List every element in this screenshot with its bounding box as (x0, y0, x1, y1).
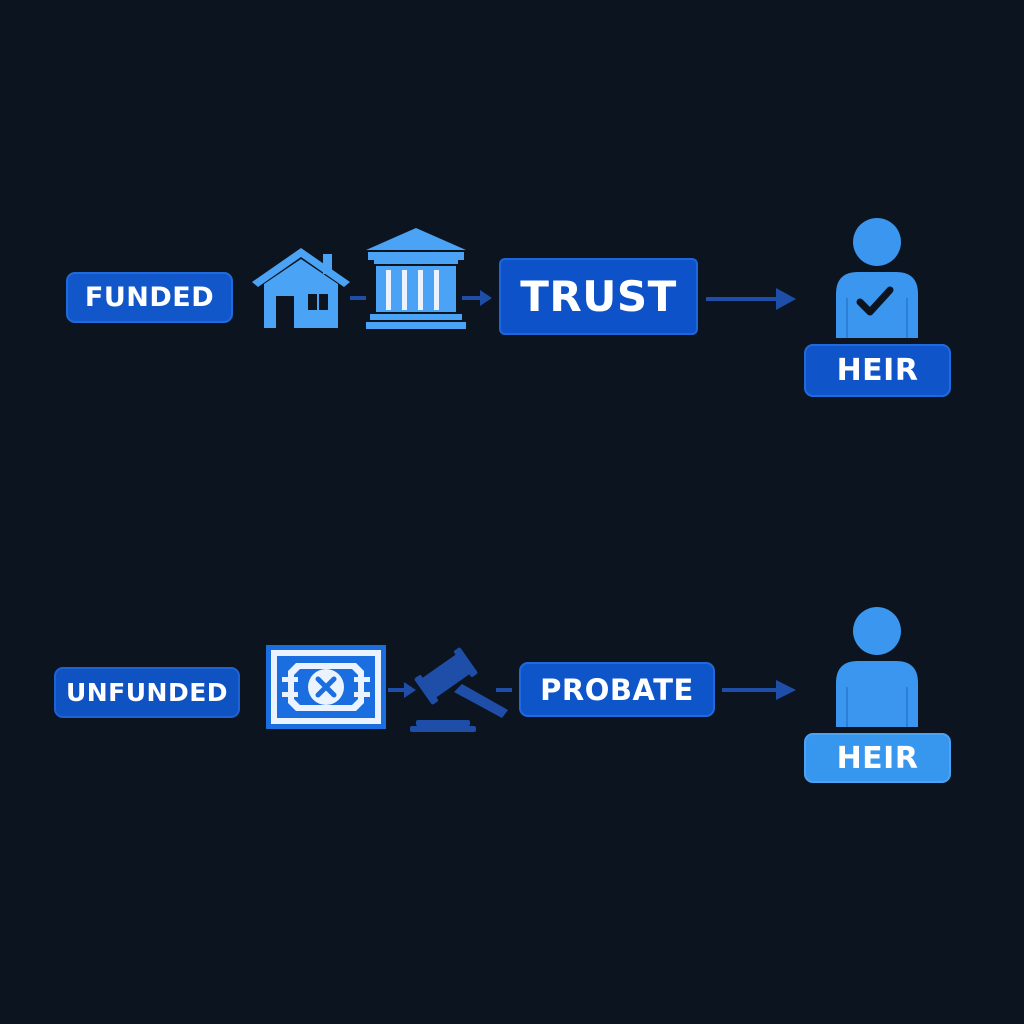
cancelled-money-icon (266, 645, 386, 729)
connector-gavel-probate (496, 688, 512, 692)
trust-box: TRUST (499, 258, 698, 335)
arrow-trust-heir (706, 288, 796, 310)
person-icon (836, 607, 918, 727)
bank-icon (366, 228, 466, 329)
arrow-bank-trust (462, 290, 492, 306)
funded-label: FUNDED (66, 272, 233, 323)
person-check-icon (836, 218, 918, 338)
gavel-icon (410, 647, 508, 732)
heir-label-unfunded: HEIR (804, 733, 951, 783)
arrow-money-gavel (388, 682, 416, 698)
probate-box: PROBATE (519, 662, 715, 717)
heir-label-funded: HEIR (804, 344, 951, 397)
connector-house-bank (350, 296, 366, 300)
arrow-probate-heir (722, 680, 796, 700)
unfunded-label: UNFUNDED (54, 667, 240, 718)
house-icon (252, 248, 350, 328)
